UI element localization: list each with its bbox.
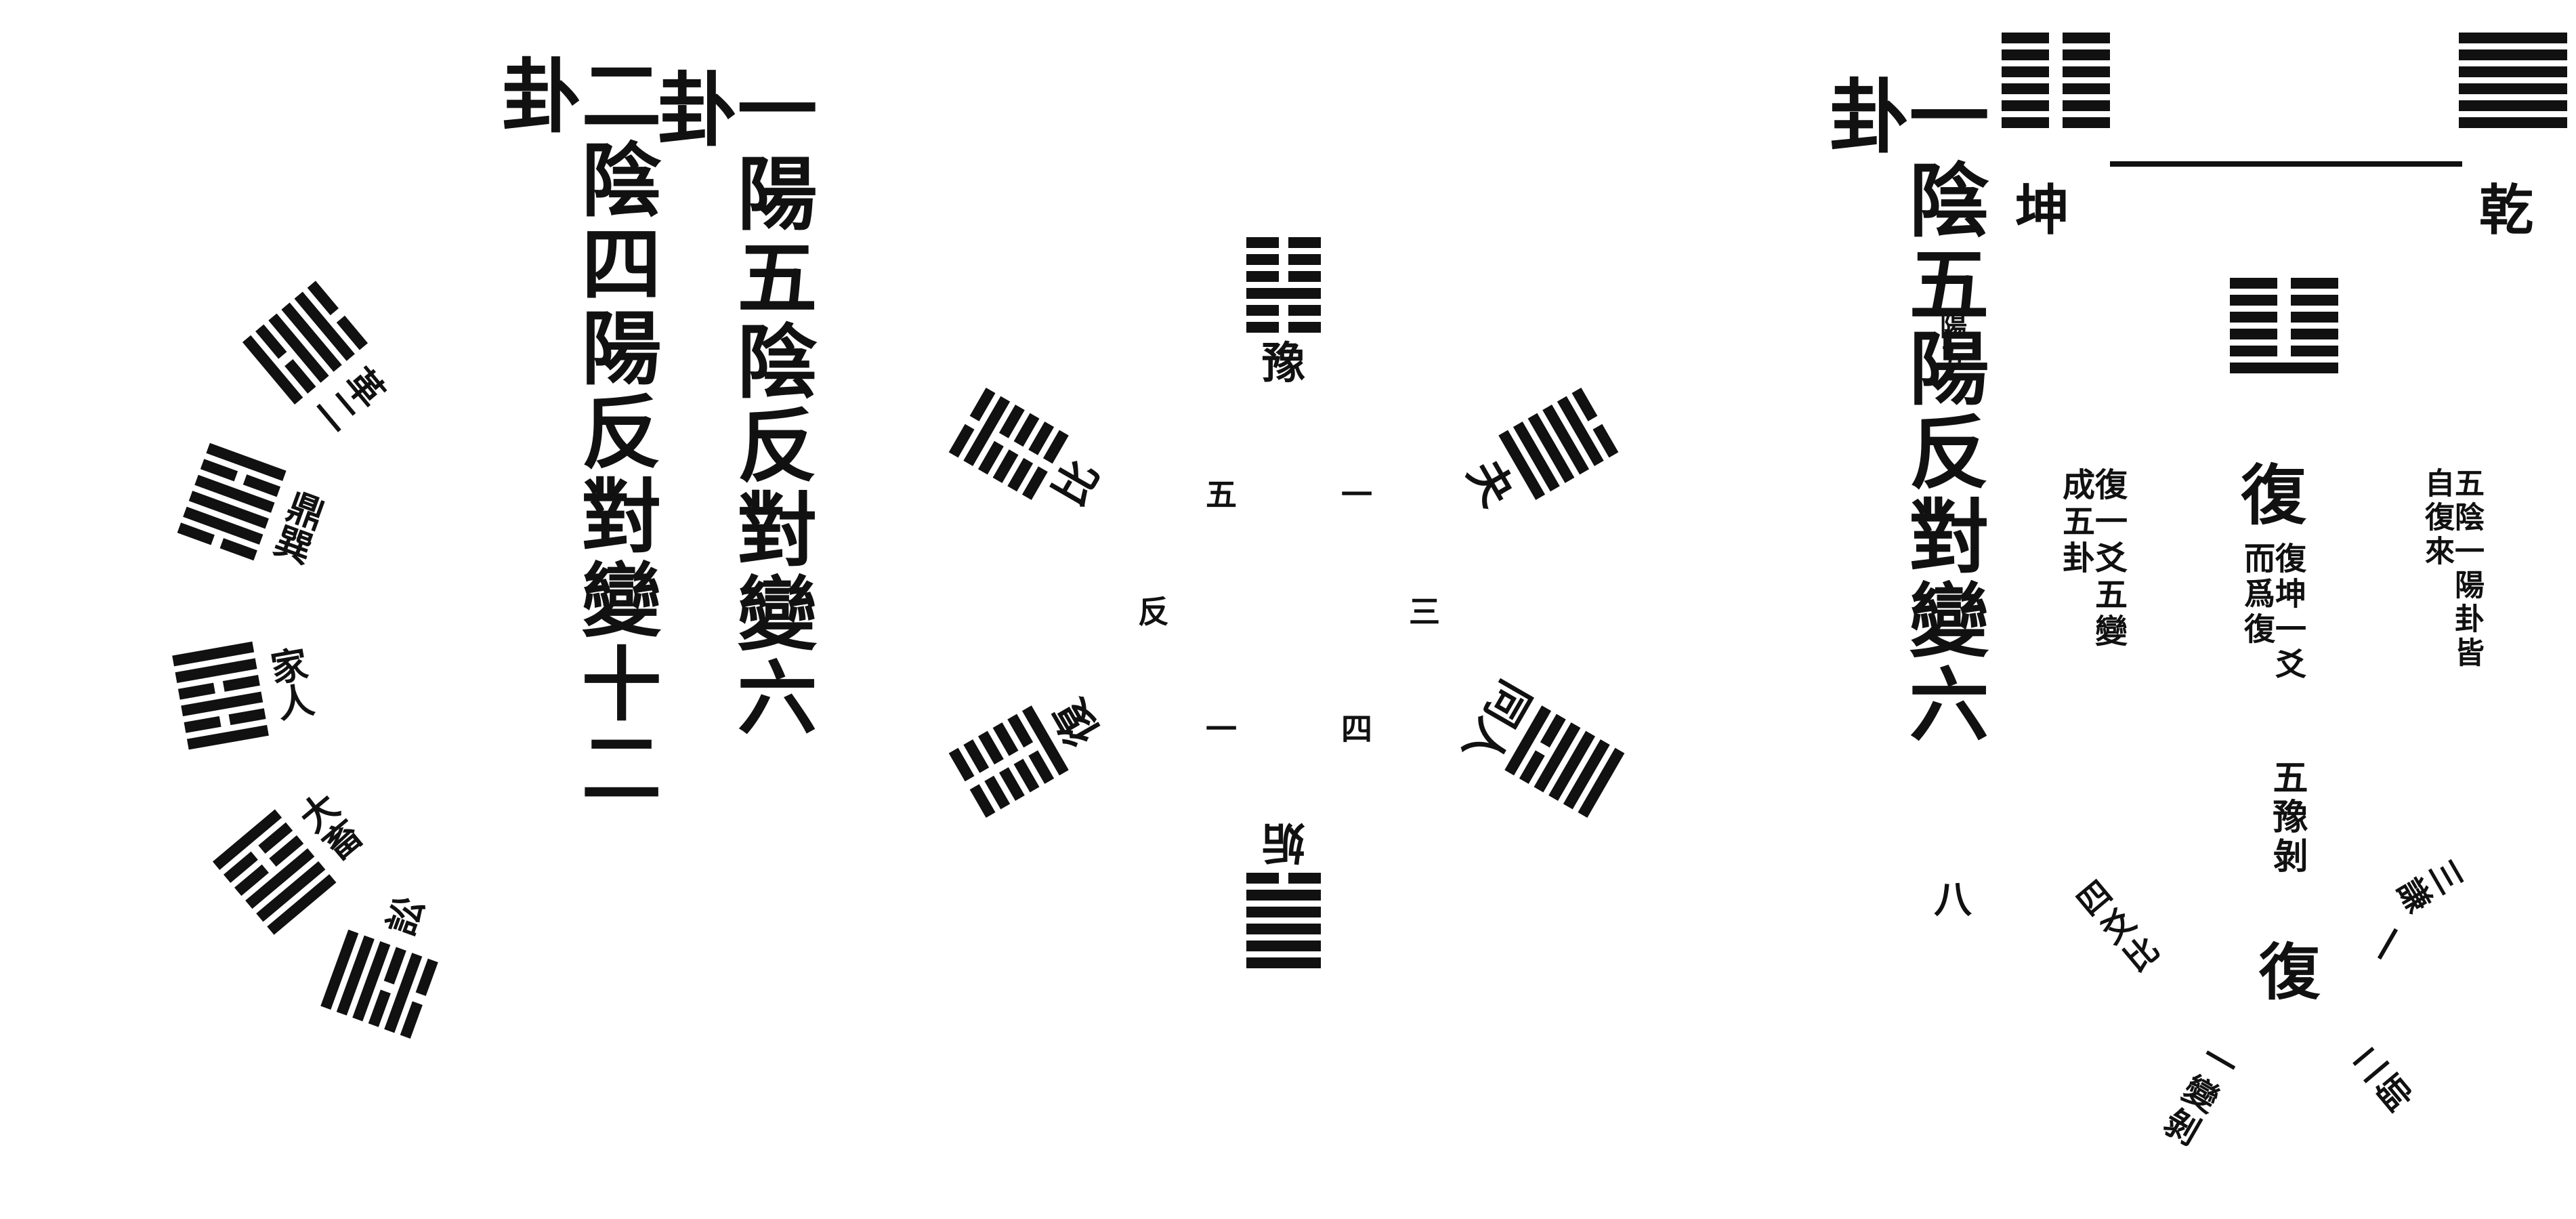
mid-star-label: 比	[1043, 451, 1110, 515]
mid-main-title-2: 二陰四陽反對變十二卦	[488, 54, 662, 810]
yang-wu-note: 陽五	[1935, 312, 1967, 374]
mid-star-ray-5: 同人	[1453, 672, 1628, 823]
yin-line	[2002, 100, 2110, 111]
eight-mark: 八	[1934, 877, 1972, 922]
note-fu-big: 復	[2230, 461, 2306, 530]
right-star-ray-2: 五豫剝	[2266, 759, 2308, 877]
yin-line	[2230, 312, 2338, 323]
left-arc-item-1: 革二	[242, 281, 398, 440]
right-star-center: 復	[2259, 936, 2320, 1008]
yin-line	[2002, 49, 2110, 60]
right-star-ray-3: 三謙	[2386, 848, 2469, 919]
yin-line	[2230, 295, 2338, 306]
mid-star-inner-mark: 反	[1138, 594, 1169, 630]
mid-main-title-1: 一陽五陰反對變六卦	[643, 68, 818, 740]
yang-line	[2230, 363, 2338, 373]
kun-hexagram	[2002, 33, 2110, 128]
mid-star-ray-1: 豫	[1246, 237, 1321, 386]
qian-hexagram	[2459, 33, 2567, 128]
yin-line	[2002, 66, 2110, 77]
yang-line	[2459, 66, 2567, 77]
mid-star-hexagram	[1246, 237, 1321, 333]
yang-line	[2459, 100, 2567, 111]
left-arc-hexagram	[320, 929, 438, 1039]
yin-line	[1246, 237, 1321, 248]
left-arc-item-3: 家人	[172, 634, 317, 750]
mid-star-label: 夬	[1458, 451, 1524, 515]
left-arc-item-5: 訟	[320, 885, 454, 1039]
yang-line	[1246, 924, 1321, 934]
mid-star-ray-3: 復	[948, 679, 1114, 818]
mid-star-inner-mark: 三	[1409, 594, 1440, 630]
mid-star-ray-4: 姤	[1246, 817, 1321, 968]
note-fu-kun: 復坤一爻而爲復	[2239, 542, 2307, 683]
yin-line	[1246, 305, 1321, 316]
mid-star-label: 姤	[1262, 817, 1305, 867]
fu-hexagram	[2230, 278, 2338, 373]
yang-line	[2459, 117, 2567, 128]
yin-line	[2230, 346, 2338, 356]
left-arc-item-2: 鼎巽	[177, 442, 331, 577]
left-arc-label: 訟	[379, 891, 428, 945]
yin-line	[1246, 322, 1321, 333]
right-main-title: 一陰五陽反對變六卦	[1815, 75, 1989, 747]
right-star-stroke-1	[2377, 928, 2399, 960]
mid-star-label: 豫	[1262, 338, 1305, 389]
left-arc-hexagram	[172, 642, 269, 750]
yang-line	[1246, 941, 1321, 951]
right-star-ray-5: 一變剝	[2152, 1034, 2244, 1153]
yang-line	[1246, 907, 1321, 917]
yang-line	[2459, 49, 2567, 60]
yin-line	[2002, 33, 2110, 43]
left-arc-label: 家人	[261, 644, 317, 724]
mid-star-inner-mark: 五	[1206, 476, 1237, 513]
yang-line	[1246, 288, 1321, 299]
mid-star-hexagram	[1246, 873, 1321, 968]
yin-line	[1246, 271, 1321, 282]
yin-line	[2230, 278, 2338, 289]
yin-line	[2230, 329, 2338, 339]
kun-label: 坤	[2015, 178, 2069, 242]
mid-star-ray-6: 夬	[1453, 388, 1619, 526]
mid-star-inner-mark: 四	[1341, 711, 1372, 748]
yin-line	[2002, 83, 2110, 94]
yin-line	[1246, 873, 1321, 884]
yang-line	[2459, 33, 2567, 43]
yang-line	[1246, 957, 1321, 968]
yang-line	[1246, 890, 1321, 901]
note-wu-yin: 五陰一陽卦皆自復來	[2420, 468, 2484, 671]
left-arc-item-4: 大畜	[213, 779, 373, 935]
mid-star-inner-mark: 一	[1206, 711, 1237, 748]
yin-line	[2002, 117, 2110, 128]
qian-kun-connector	[2110, 161, 2462, 167]
right-star-ray-1: 四爻比	[2066, 874, 2166, 984]
mid-star-inner-mark: 一	[1341, 476, 1372, 513]
note-fu-yi-yao: 復一爻五變成五卦	[2056, 468, 2127, 650]
mid-star-label: 復	[1043, 690, 1110, 754]
right-star-ray-4: 二師	[2341, 1039, 2421, 1123]
mid-star-ray-2: 比	[948, 388, 1114, 526]
yang-line	[2459, 83, 2567, 94]
qian-label: 乾	[2479, 178, 2533, 242]
yin-line	[1246, 254, 1321, 265]
